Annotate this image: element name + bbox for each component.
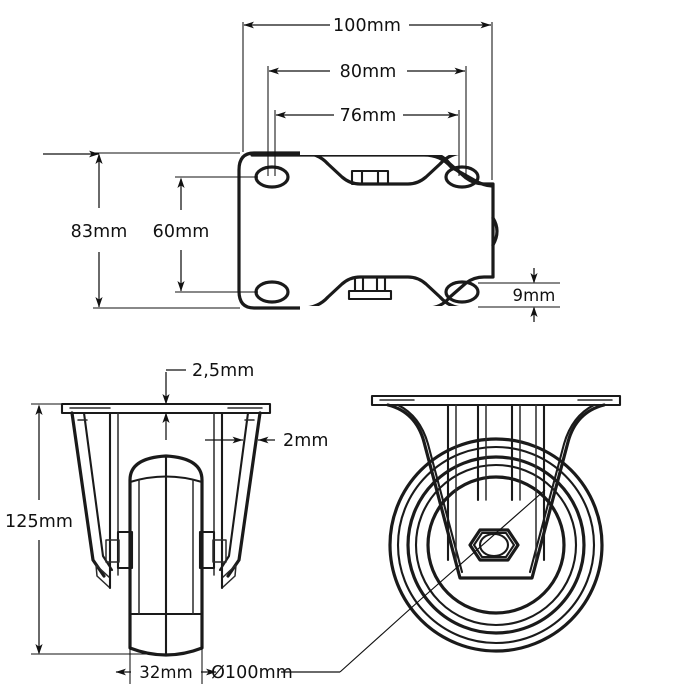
mounting-hole-bottom-left	[254, 280, 290, 304]
plate-bolt-top	[350, 169, 390, 186]
plate-bolt-bottom	[347, 275, 393, 301]
plate-top-gap-mask	[300, 143, 468, 155]
side-wheel	[388, 437, 604, 653]
plate-waist-bottom	[301, 275, 466, 310]
side-mounting-plate	[370, 394, 622, 407]
front-axle-nut-left	[105, 530, 134, 570]
plate-bottom-gap-mask	[300, 306, 468, 318]
dimension-hole-spacing-inner: 76mm	[274, 106, 460, 176]
dimension-label-80mm: 80mm	[340, 62, 397, 82]
dimension-hole-spacing-vertical: 60mm	[153, 176, 258, 293]
dimension-label-2mm: 2mm	[283, 431, 329, 451]
front-mounting-plate	[60, 402, 272, 415]
front-wheel	[128, 454, 204, 657]
dimension-label-125mm: 125mm	[5, 512, 73, 532]
dimension-label-2-5mm: 2,5mm	[192, 361, 254, 381]
mounting-hole-bottom-right	[444, 280, 480, 304]
dimension-fork-thickness: 2mm	[205, 431, 329, 451]
dimension-label-100mm: 100mm	[333, 16, 401, 36]
side-hub-nut	[468, 528, 520, 562]
side-fork-body	[386, 403, 606, 580]
dimension-plate-height-overall: 83mm	[43, 150, 240, 309]
dimension-label-76mm: 76mm	[340, 106, 397, 126]
dimension-wheel-diameter: Ø100mm	[211, 663, 293, 683]
dimension-label-60mm: 60mm	[153, 222, 210, 242]
dimension-wheel-width: 32mm	[115, 646, 217, 684]
mounting-hole-top-left	[254, 165, 290, 189]
mounting-plate-outline	[237, 151, 495, 310]
dimension-hole-offset: 9mm	[478, 268, 560, 322]
side-view	[281, 394, 622, 673]
front-axle-nut-right	[198, 530, 227, 570]
diameter-leader-line	[339, 489, 546, 673]
dimension-plate-thickness: 2,5mm	[162, 361, 254, 440]
plate-right-lug	[491, 216, 499, 247]
dimension-label-9mm: 9mm	[513, 286, 556, 305]
dimension-label-83mm: 83mm	[71, 222, 128, 242]
top-view	[237, 143, 499, 318]
dimension-hole-spacing-outer: 80mm	[267, 62, 467, 176]
front-view	[60, 402, 272, 657]
dimension-label-diameter-100mm: Ø100mm	[211, 663, 293, 683]
dimension-label-32mm: 32mm	[139, 663, 193, 682]
dimension-plate-width-overall: 100mm	[242, 16, 493, 180]
mounting-hole-top-right	[444, 165, 480, 189]
